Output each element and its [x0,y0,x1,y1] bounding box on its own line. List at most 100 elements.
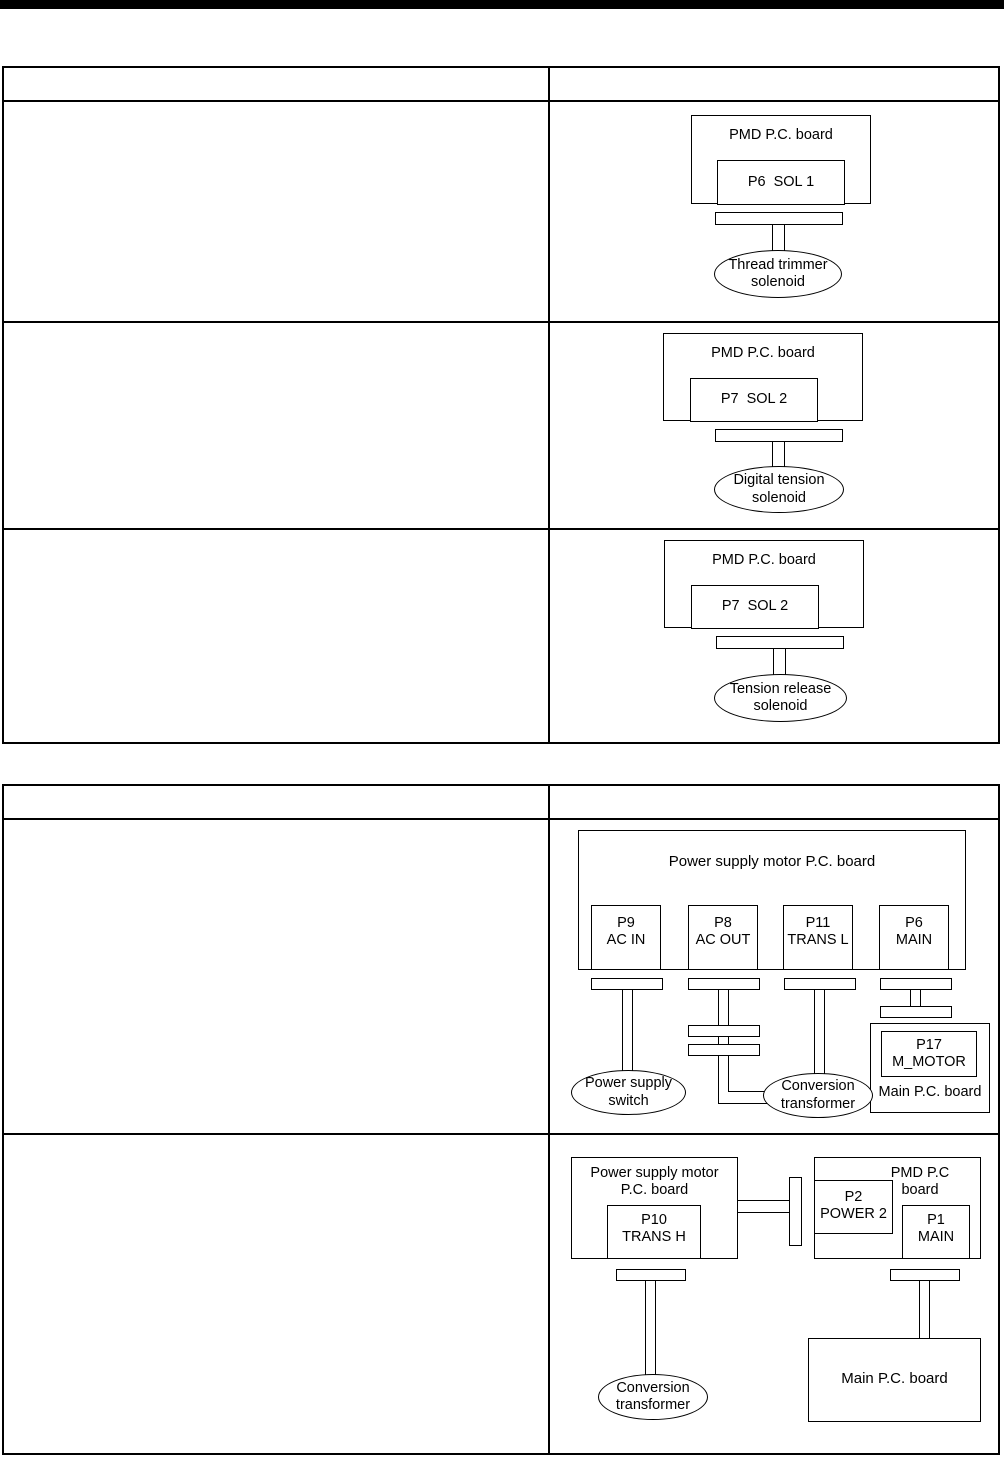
wire [785,649,787,695]
connector-p6-line1: P6 [905,915,923,931]
main-pc-board-label: Main P.C. board [841,1370,948,1387]
connector-p11-line1: P11 [805,915,831,931]
connector-p2-power2-box [814,1180,893,1234]
connector-p17-line1: P17 [916,1037,942,1053]
connector-block-p17 [880,1006,952,1018]
wire [773,649,775,695]
connector-block-p10-lower [616,1269,686,1281]
connector-p7-sol2-box [691,585,819,629]
connector-block [715,212,843,225]
connector-block-p8 [688,978,760,990]
diagram-digital-tension-solenoid: PMD P.C. board P7 SOL 2 Digital tension … [550,321,1000,528]
connector-p11-line2: TRANS L [787,932,849,949]
solenoid-wiring-table: PMD P.C. board P6 SOL 1 Thread trimmer s… [2,66,1000,744]
connector-block-p1-lower [890,1269,960,1281]
digital-tension-solenoid-node: Digital tension solenoid [714,466,844,513]
row-separator [4,528,998,530]
thread-trimmer-solenoid-node: Thread trimmer solenoid [714,250,842,298]
connector-p10-box [607,1205,701,1259]
main-pc-board-box [808,1338,981,1422]
wire [919,1281,921,1341]
connector-p9-line1: P9 [617,915,635,931]
pmd-pc-board-label: PMD P.C. board [711,345,815,361]
wire [655,1281,657,1380]
connector-p9-line2: AC IN [606,932,646,949]
wire [645,1281,647,1380]
main-pc-board-label: Main P.C. board [878,1084,982,1100]
page-top-rule [0,0,1004,9]
connector-p2-line1: P2 [844,1189,863,1205]
connector-p8-box [688,905,758,970]
pmd-pc-board-label: PMD P.C. board [729,127,833,143]
diagram-thread-trimmer-solenoid: PMD P.C. board P6 SOL 1 Thread trimmer s… [550,102,1000,321]
connector-block-p9 [591,978,663,990]
table-header-row [4,786,998,820]
connector-p8-line1: P8 [714,915,732,931]
connector-block-p6 [880,978,952,990]
wire [910,990,912,1007]
table-cell-left [4,321,548,528]
wire [728,1056,730,1091]
connector-block-p11 [784,978,856,990]
conversion-transformer-node: Conversion transformer [763,1073,873,1118]
connector-p11-box [783,905,853,970]
connector-block [716,636,844,649]
table-cell-left [4,820,548,1133]
wire [728,990,730,1026]
connector-block-vertical [789,1177,802,1246]
pmd-pc-board-label: PMD P.C board [890,1165,950,1199]
wire [824,990,826,1075]
power-supply-motor-board-label: Power supply motor P.C. board [668,853,876,870]
conversion-transformer-node: Conversion transformer [598,1374,708,1420]
connector-p8-line2: AC OUT [695,932,751,949]
connector-p1-main-box [902,1205,970,1259]
pmd-pc-board-label: PMD P.C. board [712,552,816,568]
wire [718,1056,720,1103]
wire [728,1037,730,1046]
connector-p1-line1: P1 [927,1212,945,1228]
connector-p17-line2: M_MOTOR [892,1054,966,1071]
wire [632,990,634,1076]
connector-p17-box [881,1031,977,1077]
connector-p7-sol2-box [690,378,818,422]
wire [772,225,774,271]
wire [718,1103,772,1105]
connector-p2-line2: POWER 2 [820,1206,887,1223]
wire [920,990,922,1007]
table-cell-left [4,1133,548,1453]
wire [814,990,816,1075]
power-supply-switch-node: Power supply switch [571,1070,686,1115]
connector-p1-line2: MAIN [917,1229,955,1246]
connector-block-p8-lower-b [688,1044,760,1056]
connector-p10-line1: P10 [641,1212,667,1228]
wire [784,225,786,271]
connector-p10-line2: TRANS H [622,1229,686,1246]
connector-p7-sol2-label: P7 SOL 2 [721,598,789,614]
wire [784,442,786,487]
table-column-divider [548,786,550,1453]
row-separator [4,1133,998,1135]
wire [622,990,624,1076]
wire [718,990,720,1026]
connector-p6-box [879,905,949,970]
connector-p6-sol1-label: P6 SOL 1 [747,174,815,190]
wire [728,1091,772,1093]
tension-release-solenoid-node: Tension release solenoid [714,674,847,722]
wire [718,1037,720,1046]
table-cell-left [4,528,548,742]
table-column-divider [548,68,550,742]
power-supply-motor-board-label: Power supply motor P.C. board [590,1165,719,1199]
wire [738,1212,790,1214]
connector-block-p8-lower-a [688,1025,760,1037]
